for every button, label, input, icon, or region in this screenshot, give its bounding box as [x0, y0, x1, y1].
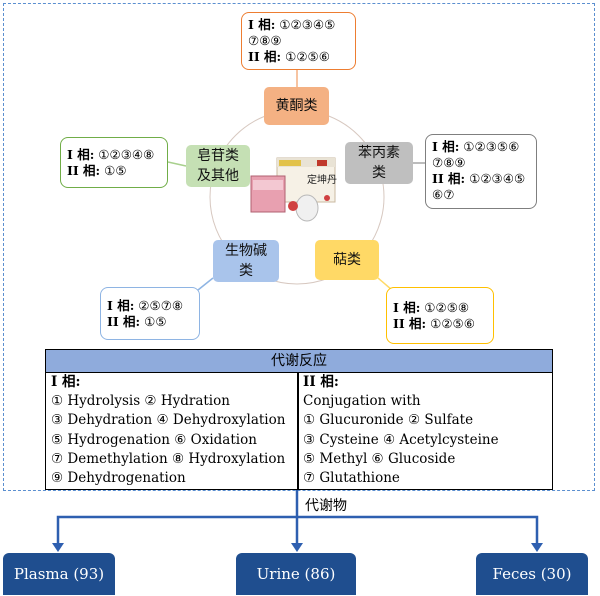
alkaloids-connector: [197, 277, 214, 291]
product-label: 定坤丹: [307, 175, 337, 186]
info-row: ⑥⑦: [432, 187, 455, 202]
phase2-line: Conjugation with: [303, 393, 421, 410]
info-box-alkaloids: I 相: ②⑤⑦⑧ II 相: ①⑤: [100, 287, 200, 340]
output-urine: Urine (86): [236, 553, 356, 595]
branch-arrow-lines: [56, 515, 539, 546]
info-box-phenylpropanoids: I 相: ①②③⑤⑥ ⑦⑧⑨ II 相: ①②③④⑤ ⑥⑦: [425, 134, 537, 209]
info-row: II 相: ①⑤: [107, 314, 167, 329]
category-phenylpropanoids-label-1: 苯丙素: [358, 145, 400, 161]
info-box-terpenes: I 相: ①②⑤⑧ II 相: ①②⑤⑥: [386, 287, 494, 344]
phase1-line: ③ Dehydration ④ Dehydroxylation: [51, 412, 286, 429]
phase1-line: ⑨ Dehydrogenation: [51, 470, 186, 487]
phase1-line: ① Hydrolysis ② Hydration: [51, 393, 230, 410]
phase1-heading: I 相:: [51, 374, 81, 390]
category-alkaloids: 生物碱 类: [213, 240, 279, 282]
info-row: I 相: ①②③⑤⑥: [432, 139, 520, 154]
info-row: II 相: ①②⑤⑥: [248, 49, 330, 64]
category-saponins-label-2: 及其他: [197, 168, 239, 184]
info-box-saponins: I 相: ①②③④⑧ II 相: ①⑤: [60, 137, 168, 188]
metabolites-label: 代谢物: [303, 495, 349, 515]
phase1-line: ⑤ Hydrogenation ⑥ Oxidation: [51, 431, 257, 448]
phase2-heading: II 相:: [303, 374, 339, 390]
saponins-connector: [167, 161, 187, 167]
category-terpenes: 萜类: [315, 240, 379, 280]
info-row: I 相: ①②③④⑤: [248, 17, 336, 32]
reactions-table: 代谢反应 I 相: ① Hydrolysis ② Hydration ③ Deh…: [45, 349, 553, 490]
info-row: II 相: ①②⑤⑥: [393, 316, 475, 331]
phase2-line: ⑦ Glutathione: [303, 470, 400, 487]
category-terpenes-label: 萜类: [333, 252, 361, 268]
info-row: ⑦⑧⑨: [432, 155, 466, 170]
info-box-flavonoids: I 相: ①②③④⑤ ⑦⑧⑨ II 相: ①②⑤⑥: [241, 12, 356, 70]
category-phenylpropanoids: 苯丙素 类: [345, 142, 413, 184]
phase1-column: I 相: ① Hydrolysis ② Hydration ③ Dehydrat…: [46, 373, 301, 488]
category-alkaloids-label-2: 类: [239, 263, 253, 279]
product-image: 定坤丹: [247, 156, 347, 226]
info-row: II 相: ①②③④⑤: [432, 171, 526, 186]
phase2-line: ③ Cysteine ④ Acetylcysteine: [303, 431, 499, 448]
phase1-line: ⑦ Demethylation ⑧ Hydroxylation: [51, 450, 286, 467]
output-urine-label: Urine (86): [256, 565, 336, 583]
output-feces-label: Feces (30): [492, 565, 572, 583]
category-flavonoids: 黄酮类: [264, 87, 329, 125]
info-row: I 相: ①②⑤⑧: [393, 300, 470, 315]
phase2-column: II 相: Conjugation with ① Glucuronide ② S…: [298, 373, 557, 488]
table-divider: [297, 373, 299, 489]
arrowhead-plasma: [52, 543, 64, 552]
category-saponins: 皂苷类 及其他: [186, 145, 250, 187]
output-plasma: Plasma (93): [3, 553, 115, 595]
output-feces: Feces (30): [476, 553, 588, 595]
output-plasma-label: Plasma (93): [13, 565, 105, 583]
info-row: ⑦⑧⑨: [248, 33, 282, 48]
info-row: I 相: ②⑤⑦⑧: [107, 298, 184, 313]
category-alkaloids-label-1: 生物碱: [225, 243, 267, 259]
category-phenylpropanoids-label-2: 类: [372, 165, 386, 181]
phase2-line: ⑤ Methyl ⑥ Glucoside: [303, 450, 456, 467]
info-row: II 相: ①⑤: [67, 163, 127, 178]
phase2-line: ① Glucuronide ② Sulfate: [303, 412, 474, 429]
category-saponins-label-1: 皂苷类: [197, 148, 239, 164]
reactions-table-title: 代谢反应: [46, 350, 552, 373]
category-flavonoids-label: 黄酮类: [275, 98, 318, 114]
arrowhead-urine: [291, 543, 303, 552]
info-row: I 相: ①②③④⑧: [67, 147, 155, 162]
arrowhead-feces: [531, 543, 543, 552]
diagram-frame: [3, 3, 595, 491]
